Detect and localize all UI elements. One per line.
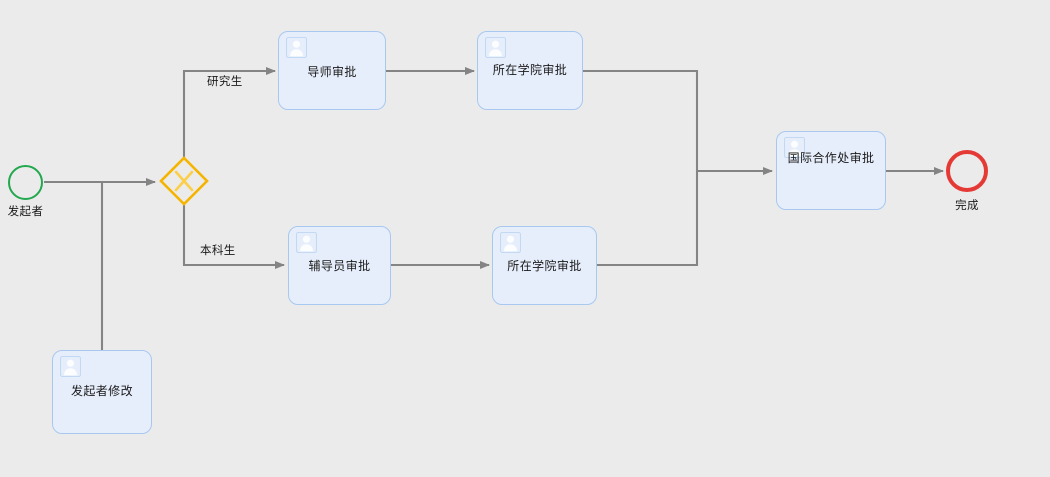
task-label: 发起者修改	[70, 384, 133, 398]
task-counselor-approval[interactable]: 辅导员审批	[288, 226, 391, 305]
gateway-diamond	[159, 156, 209, 206]
gateway-x-icon	[174, 170, 194, 192]
task-label: 所在学院审批	[507, 259, 582, 273]
end-event-circle[interactable]	[946, 150, 988, 192]
edge-label-undergraduate: 本科生	[200, 245, 236, 257]
task-international-office-approval[interactable]: 国际合作处审批	[776, 131, 886, 210]
task-advisor-approval[interactable]: 导师审批	[278, 31, 386, 110]
user-icon	[60, 356, 81, 377]
user-icon	[500, 232, 521, 253]
start-event-label: 发起者	[7, 206, 44, 218]
edge-gateway-to-advisor	[182, 67, 276, 158]
end-event-label: 完成	[955, 200, 979, 212]
user-icon	[485, 37, 506, 58]
exclusive-gateway[interactable]	[159, 156, 209, 206]
start-event-circle[interactable]	[8, 165, 43, 200]
task-label: 辅导员审批	[308, 259, 371, 273]
task-label: 导师审批	[307, 65, 357, 79]
task-initiator-modify[interactable]: 发起者修改	[52, 350, 152, 434]
user-icon	[296, 232, 317, 253]
user-icon	[784, 137, 805, 158]
edge-college-bottom-to-merge	[597, 171, 699, 267]
task-label: 国际合作处审批	[787, 151, 875, 165]
task-college-approval-top[interactable]: 所在学院审批	[477, 31, 583, 110]
edge-label-graduate: 研究生	[207, 76, 243, 88]
user-icon	[286, 37, 307, 58]
task-college-approval-bottom[interactable]: 所在学院审批	[492, 226, 597, 305]
edge-college-top-to-merge	[583, 69, 699, 171]
edge-gateway-to-counselor	[182, 205, 285, 269]
task-label: 所在学院审批	[492, 63, 568, 77]
